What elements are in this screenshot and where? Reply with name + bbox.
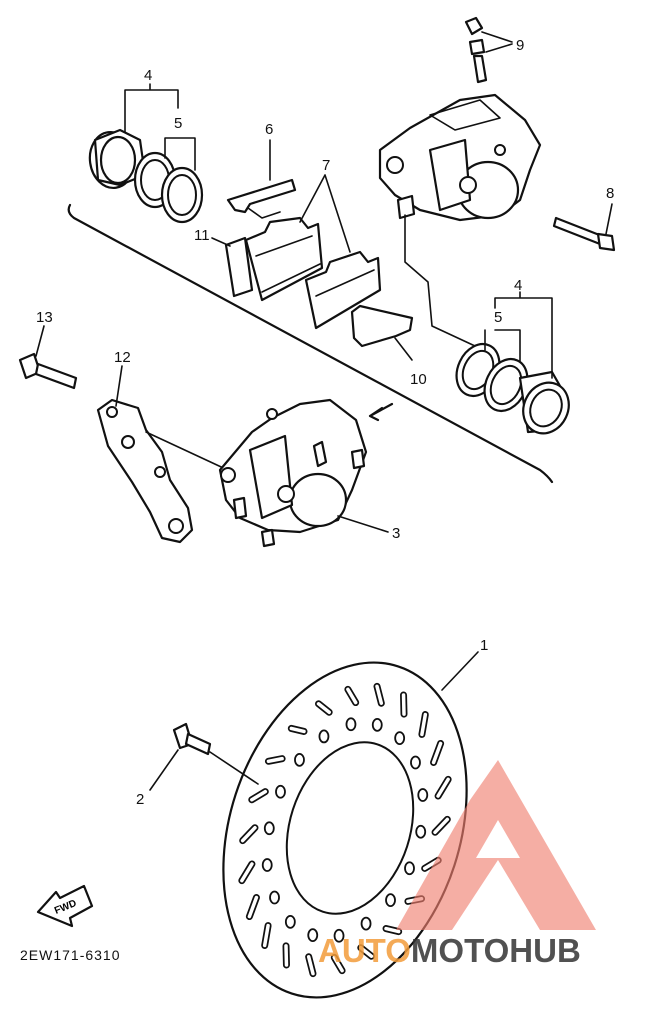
disc-hole	[360, 916, 372, 931]
callout-11: 11	[194, 227, 210, 244]
callout-8: 8	[606, 185, 614, 202]
callout-13: 13	[36, 309, 53, 326]
disc-slot-inner	[420, 712, 428, 737]
disc-slot-inner	[433, 817, 450, 835]
disc-hole	[417, 788, 429, 802]
watermark-text-moto: MOTO	[411, 932, 509, 969]
upper-caliper-body	[378, 93, 542, 222]
watermark-text-hub: HUB	[509, 932, 581, 969]
disc-hole	[307, 928, 319, 943]
disc-hole	[394, 731, 406, 746]
leader-1	[441, 651, 479, 691]
disc-slot-inner	[250, 789, 268, 802]
disc-slot-inner	[384, 926, 401, 934]
disc-hole	[404, 861, 415, 876]
callout-4-lower: 4	[514, 277, 522, 294]
lower-piston-and-seals	[455, 343, 570, 435]
callout-5-upper: 5	[174, 115, 182, 132]
caliper-bracket-12	[96, 398, 194, 544]
disc-hole	[269, 890, 280, 905]
disc-hole	[333, 928, 345, 943]
leader-8	[605, 203, 613, 235]
callout-9: 9	[516, 37, 524, 54]
watermark-text-auto: AUTO	[318, 932, 411, 969]
disc-hole	[261, 858, 273, 872]
leader-5b	[484, 329, 521, 363]
callout-7: 7	[322, 157, 330, 174]
disc-slot-inner	[431, 741, 443, 765]
bleed-screw-9	[464, 16, 488, 84]
leader-5a	[164, 137, 196, 171]
pad-spring-6	[226, 178, 297, 219]
callout-2: 2	[136, 791, 144, 808]
leader-disc	[209, 751, 259, 785]
brake-pads-7	[244, 216, 382, 330]
callout-5-lower: 5	[494, 309, 502, 326]
callout-12: 12	[114, 349, 131, 366]
assembly-arrow	[368, 402, 394, 422]
disc-bolt-2	[172, 722, 212, 756]
leader-12	[115, 365, 123, 407]
leader-7	[299, 174, 351, 253]
leader-11	[211, 237, 231, 247]
disc-slot-inner	[289, 726, 306, 734]
leader-12-caliper	[145, 431, 233, 473]
disc-slot-inner	[306, 955, 315, 976]
disc-slot-inner	[240, 862, 254, 883]
watermark-triangle-mark	[396, 760, 596, 930]
leader-caliper-split	[404, 214, 476, 347]
disc-slot-inner	[316, 702, 331, 714]
caliper-assembly-3	[218, 398, 368, 548]
leader-4a	[124, 83, 179, 133]
callout-1: 1	[480, 637, 488, 654]
disc-hole	[263, 821, 275, 836]
disc-hole	[415, 824, 427, 839]
disc-slot-inner	[346, 687, 358, 705]
disc-hole	[294, 752, 305, 767]
disc-hole	[385, 893, 396, 908]
disc-hole	[345, 717, 357, 732]
disc-slot-inner	[332, 955, 344, 973]
disc-hole	[318, 729, 330, 744]
leader-10	[394, 337, 413, 361]
bolt-8	[552, 216, 616, 252]
disc-slot-inner	[436, 777, 450, 798]
leader-4b	[494, 291, 553, 379]
disc-hole	[284, 914, 296, 929]
callout-3: 3	[392, 525, 400, 542]
bolt-13	[18, 352, 78, 390]
disc-slot-inner	[266, 756, 284, 764]
leader-13	[35, 325, 45, 357]
pad-shim-11	[224, 236, 254, 298]
disc-slot-inner	[247, 895, 259, 919]
forward-direction-arrow: FWD	[36, 884, 94, 928]
disc-slot-inner	[375, 684, 384, 705]
disc-slot-inner	[359, 946, 374, 958]
upper-piston-and-seals	[88, 128, 204, 224]
callout-4-upper: 4	[144, 67, 152, 84]
section-divider	[67, 203, 554, 484]
disc-slot-inner	[262, 923, 270, 948]
disc-hole	[371, 717, 383, 732]
disc-hole	[275, 784, 286, 799]
svg-text:AUTOMOTOHUB: AUTOMOTOHUB	[318, 932, 581, 969]
leader-2	[149, 749, 179, 791]
callout-6: 6	[265, 121, 273, 138]
callout-10: 10	[410, 371, 427, 388]
disc-hole	[410, 755, 421, 770]
leader-3	[337, 515, 389, 533]
pad-support-10	[350, 304, 414, 348]
leader-9	[481, 31, 513, 53]
disc-slot-inner	[240, 825, 257, 843]
watermark-logo: AUTOMOTOHUB	[318, 760, 596, 969]
diagram-code: 2EW171-6310	[20, 947, 121, 963]
